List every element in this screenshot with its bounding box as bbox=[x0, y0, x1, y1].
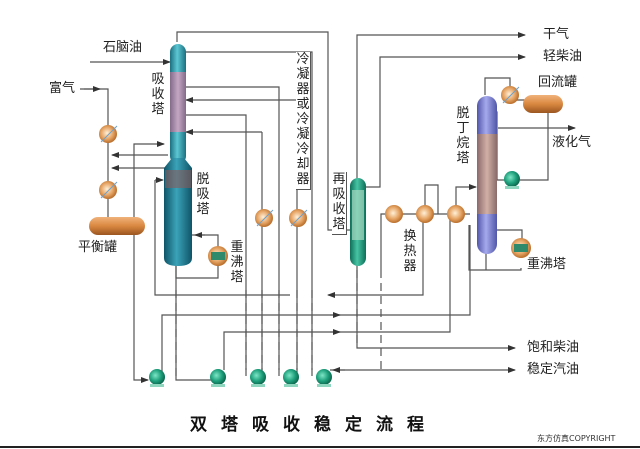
reflux-pump[interactable] bbox=[504, 171, 520, 189]
hx-1[interactable] bbox=[385, 205, 403, 223]
dry-gas-label: 干气 bbox=[543, 27, 570, 42]
absorber-bottom-feed bbox=[133, 141, 165, 230]
balance-tank-label: 平衡罐 bbox=[78, 240, 118, 255]
saturated-diesel-line bbox=[356, 265, 516, 351]
reabsorber-label: 再吸收塔 bbox=[332, 172, 347, 235]
dry-gas-line bbox=[356, 32, 526, 182]
hx-loop-top bbox=[424, 184, 439, 214]
hx-3[interactable] bbox=[447, 205, 465, 223]
intercooler-2[interactable] bbox=[289, 209, 308, 227]
balance-tank-bottom bbox=[133, 235, 149, 383]
heat-exchangers bbox=[99, 86, 531, 266]
reabsorber-column[interactable] bbox=[350, 178, 366, 266]
absorber-side-line-2 bbox=[184, 86, 280, 370]
stripper-reboiler-label: 重沸塔 bbox=[230, 240, 244, 285]
reflux-drum-outlet bbox=[520, 113, 549, 181]
absorber-column[interactable] bbox=[170, 44, 186, 164]
bottom-divider bbox=[0, 446, 640, 448]
rich-gas-line bbox=[80, 88, 109, 218]
debutanizer-condenser[interactable] bbox=[501, 86, 520, 104]
rich-gas-cooler-1[interactable] bbox=[99, 125, 118, 143]
hx-2[interactable] bbox=[416, 205, 434, 223]
debutanizer-label: 脱丁烷塔 bbox=[456, 106, 470, 166]
pump-3[interactable] bbox=[250, 369, 266, 387]
copyright-text: 东方仿真COPYRIGHT bbox=[537, 434, 616, 443]
absorber-side-line-3 bbox=[184, 114, 247, 370]
rich-gas-label: 富气 bbox=[49, 81, 76, 96]
heat-exchanger-label: 换热器 bbox=[403, 229, 417, 274]
pumps bbox=[149, 171, 520, 387]
rich-gas-cooler-2[interactable] bbox=[99, 181, 118, 199]
debutanizer-column[interactable] bbox=[477, 96, 497, 254]
stripper-reboiler[interactable] bbox=[208, 246, 228, 266]
stable-gasoline-label: 稳定汽油 bbox=[527, 362, 580, 377]
condenser-cooler-label: 冷凝器或冷凝冷却器 bbox=[296, 52, 311, 190]
light-diesel-label: 轻柴油 bbox=[543, 49, 583, 64]
absorber-label: 吸收塔 bbox=[151, 72, 165, 117]
naphtha-label: 石脑油 bbox=[103, 40, 143, 55]
stripper-bottom-line bbox=[175, 265, 218, 381]
balance-tank[interactable] bbox=[89, 217, 145, 235]
heat-exchanger-return bbox=[340, 215, 424, 296]
light-diesel-line bbox=[365, 54, 526, 188]
stripper-label: 脱吸塔 bbox=[196, 172, 210, 217]
dashed-lines bbox=[175, 270, 382, 376]
pump-1[interactable] bbox=[149, 369, 165, 387]
reflux-drum[interactable] bbox=[523, 95, 563, 113]
saturated-diesel-label: 饱和柴油 bbox=[527, 340, 580, 355]
hx-row bbox=[380, 213, 470, 270]
debutanizer-reboiler[interactable] bbox=[511, 238, 531, 258]
diagram-title: 双塔吸收稳定流程 bbox=[190, 415, 438, 435]
absorber-side-line-1 bbox=[184, 51, 313, 370]
reflux-drum-label: 回流罐 bbox=[538, 75, 578, 90]
debutanizer-reboiler-label: 重沸塔 bbox=[527, 257, 567, 272]
lpg-label: 液化气 bbox=[552, 135, 592, 150]
intercooler-1[interactable] bbox=[255, 209, 274, 227]
stripper-column[interactable] bbox=[164, 158, 192, 266]
pump-5[interactable] bbox=[316, 369, 332, 387]
pump-2[interactable] bbox=[210, 369, 226, 387]
pump-4[interactable] bbox=[283, 369, 299, 387]
